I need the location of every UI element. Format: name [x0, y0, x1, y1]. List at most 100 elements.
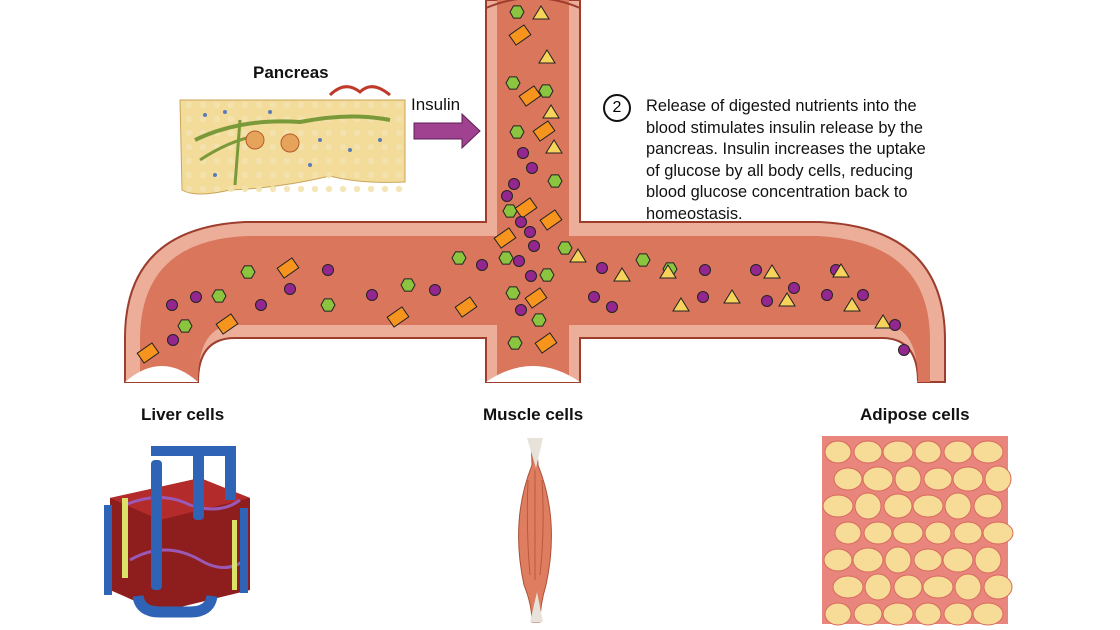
glucose-molecule-icon [509, 125, 525, 139]
glucose-molecule-icon [498, 251, 514, 265]
amino-acid-icon [539, 209, 563, 231]
islet-icon [245, 130, 265, 150]
step-description: Release of digested nutrients into the b… [646, 97, 926, 223]
adipose-illustration [822, 436, 1014, 626]
fat-cell [824, 440, 852, 464]
fatty-acid-icon [538, 49, 556, 64]
fat-cell [862, 466, 894, 492]
fatty-acid-icon [672, 297, 690, 312]
nutrient-particle-icon [255, 299, 267, 311]
nutrient-particle-icon [898, 344, 910, 356]
fatty-acid-icon [763, 264, 781, 279]
fat-cell [973, 493, 1003, 519]
fat-cell [892, 521, 924, 545]
cell-domes [125, 366, 918, 382]
muscle-cells-label: Muscle cells [483, 405, 584, 424]
fat-cell [972, 602, 1004, 626]
fat-cell [954, 573, 982, 601]
amino-acid-icon [514, 197, 538, 219]
fatty-acid-icon [613, 267, 631, 282]
glucose-molecule-icon [451, 251, 467, 265]
nutrient-particle-icon [517, 147, 529, 159]
fat-cell [914, 440, 942, 464]
fat-cell [923, 467, 953, 491]
fat-cell [943, 602, 973, 626]
glucose-molecule-icon [539, 268, 555, 282]
nutrient-particle-icon [429, 284, 441, 296]
fat-cell [943, 440, 973, 464]
islet-icon [280, 133, 300, 153]
amino-acid-icon [493, 227, 517, 249]
amino-acid-icon [534, 332, 558, 354]
nutrient-particle-icon [528, 240, 540, 252]
amino-acid-icon [386, 306, 410, 328]
liver-cells-label: Liver cells [141, 405, 225, 424]
nutrient-particle-icon [526, 162, 538, 174]
nutrient-molecules [136, 5, 910, 364]
fat-cell [864, 573, 892, 601]
adipose-cells-label: Adipose cells [860, 405, 970, 424]
nutrient-particle-icon [284, 283, 296, 295]
fat-cell [834, 521, 862, 545]
liver-illustration [104, 446, 250, 618]
amino-acid-icon [454, 296, 478, 318]
fat-cell [882, 602, 914, 626]
glucose-molecule-icon [505, 286, 521, 300]
blood-vessel [124, 0, 946, 383]
fat-cell [822, 494, 854, 518]
amino-acid-icon [532, 120, 556, 142]
fatty-acid-icon [545, 139, 563, 154]
glucose-molecule-icon [400, 278, 416, 292]
fat-cell [893, 574, 923, 600]
fat-cell [883, 493, 913, 519]
nutrient-particle-icon [596, 262, 608, 274]
nutrient-particle-icon [190, 291, 202, 303]
fat-cell [952, 466, 984, 492]
fat-cell [924, 521, 952, 545]
glucose-molecule-icon [509, 5, 525, 19]
nutrient-particle-icon [606, 301, 618, 313]
vessel-rounded-top [485, 0, 581, 9]
fat-cell [914, 602, 942, 626]
glucose-molecule-icon [211, 289, 227, 303]
fatty-acid-icon [542, 104, 560, 119]
fat-cell [832, 575, 864, 599]
nutrient-particle-icon [524, 226, 536, 238]
fatty-acid-icon [843, 297, 861, 312]
pancreas-label: Pancreas [253, 63, 329, 82]
glucose-molecule-icon [505, 76, 521, 90]
fatty-acid-icon [659, 264, 677, 279]
amino-acid-icon [215, 313, 239, 335]
fat-cell [982, 521, 1014, 545]
muscle-illustration [518, 437, 552, 623]
nutrient-particle-icon [588, 291, 600, 303]
amino-acid-icon [518, 85, 542, 107]
fat-cell [853, 440, 883, 464]
fat-cell [882, 440, 914, 464]
nutrient-particle-icon [857, 289, 869, 301]
fat-cell [942, 547, 974, 573]
nutrient-particle-icon [699, 264, 711, 276]
fat-cell [983, 574, 1013, 600]
glucose-molecule-icon [635, 253, 651, 267]
fatty-acid-icon [569, 248, 587, 263]
amino-acid-icon [136, 342, 160, 364]
glucose-molecule-icon [320, 298, 336, 312]
fat-cell [853, 602, 883, 626]
step-number-badge: 2 [603, 94, 631, 122]
glucose-molecule-icon [507, 336, 523, 350]
nutrient-particle-icon [889, 319, 901, 331]
glucose-molecule-icon [240, 265, 256, 279]
nutrient-particle-icon [821, 289, 833, 301]
fat-cell [922, 575, 954, 599]
nutrient-particle-icon [515, 216, 527, 228]
nutrient-particle-icon [515, 304, 527, 316]
fatty-acid-icon [832, 263, 850, 278]
glucose-molecule-icon [557, 241, 573, 255]
amino-acid-icon [524, 287, 548, 309]
fat-cell [944, 492, 972, 520]
amino-acid-icon [276, 257, 300, 279]
nutrient-particle-icon [513, 255, 525, 267]
fat-cell [833, 467, 863, 491]
